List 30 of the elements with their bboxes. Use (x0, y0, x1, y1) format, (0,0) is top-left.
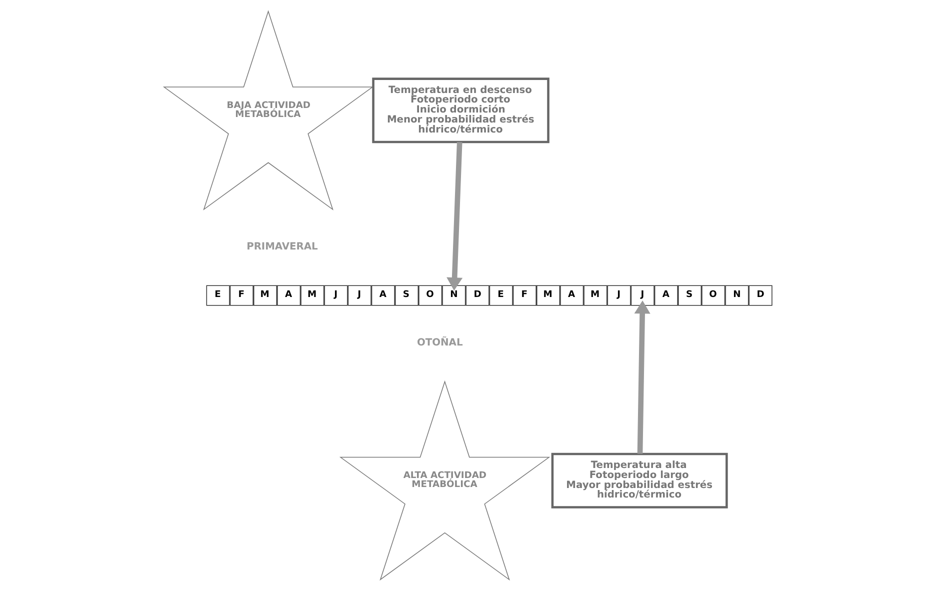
node-box: A (371, 285, 395, 306)
node-box: D (748, 285, 772, 306)
node-box: N (725, 285, 749, 306)
node-box: D (466, 285, 490, 306)
node-box: A (654, 285, 678, 306)
arrow (446, 142, 463, 291)
node-box: J (324, 285, 348, 306)
node-box: F (512, 285, 536, 306)
node-box: J (348, 285, 372, 306)
node-box: A (277, 285, 301, 306)
node-box: S (678, 285, 702, 306)
node-box: S (394, 285, 419, 306)
node-box: E (206, 285, 230, 306)
node-box: N (442, 285, 466, 306)
node-box: E (489, 285, 513, 306)
node-box: Temperatura alta Fotoperiodo largo Mayor probabilidad estrés hídrico/térmico (551, 452, 728, 508)
label: PRIMAVERAL (246, 241, 318, 252)
node-box: O (418, 285, 442, 306)
arrow (634, 300, 650, 454)
node-box: O (702, 285, 726, 306)
node-box: J (630, 285, 654, 306)
node-box: M (300, 285, 324, 306)
node-box: A (560, 285, 584, 306)
node-box: M (584, 285, 608, 306)
label: OTOÑAL (417, 337, 463, 348)
node-box: Temperatura en descenso Fotoperiodo corto Inicio dormición Menor probabilidad estrés hídrico/térmico (372, 78, 550, 144)
node-box: M (253, 285, 278, 306)
node-box: F (230, 285, 254, 306)
node-box: J (607, 285, 631, 306)
node-box: M (536, 285, 560, 306)
